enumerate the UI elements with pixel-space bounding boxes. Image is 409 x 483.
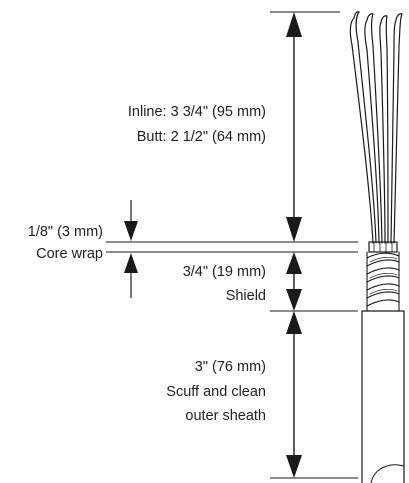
core-wrap-name-label: Core wrap: [36, 246, 103, 262]
dimension-outer-sheath: [286, 311, 302, 478]
outer-sheath: [361, 310, 405, 483]
conductor-cap-3: [380, 15, 388, 23]
conductor-2: [364, 19, 380, 244]
shield-name-label: Shield: [226, 288, 266, 304]
conductor-1: [349, 17, 374, 244]
dimension-shield: [286, 252, 302, 311]
conductor-cap-4: [395, 13, 403, 21]
shield-measure-label: 3/4" (19 mm): [183, 264, 266, 280]
outer-sheath-instruction-line2: outer sheath: [185, 408, 266, 424]
conductor-3-inner: [385, 15, 389, 244]
dimension-core-wrap: [124, 200, 138, 298]
core-wrap-band: [368, 241, 398, 253]
conductor-4: [390, 19, 397, 244]
arrow-down-head: [286, 217, 302, 242]
conductor-1-inner: [355, 11, 377, 244]
arrow-up-head: [286, 12, 302, 37]
arrow-down-head: [286, 289, 302, 311]
arrow-down-head: [286, 455, 302, 478]
extension-lines: [106, 11, 358, 479]
conductor-4-inner: [393, 13, 403, 244]
arrow-up-head: [286, 252, 302, 274]
outer-sheath-instruction-line1: Scuff and clean: [166, 384, 266, 400]
shield-section: [366, 251, 400, 312]
conductors: [349, 11, 403, 244]
dimension-conductors: [286, 12, 302, 242]
labels: Inline: 3 3/4" (95 mm) Butt: 2 1/2" (64 …: [28, 104, 266, 424]
conductor-3: [379, 21, 386, 244]
conductor-cap-2: [366, 13, 374, 21]
core-wrap-measure-label: 1/8" (3 mm): [28, 224, 103, 240]
conductor-2-inner: [370, 13, 383, 244]
conductor-cap-1: [353, 11, 360, 19]
arrow-down-head: [124, 221, 138, 241]
conductors-butt-label: Butt: 2 1/2" (64 mm): [137, 129, 266, 145]
cable-illustration: [349, 11, 405, 483]
arrow-up-head: [124, 253, 138, 273]
arrow-up-head: [286, 311, 302, 334]
outer-sheath-measure-label: 3" (76 mm): [195, 359, 266, 375]
conductors-inline-label: Inline: 3 3/4" (95 mm): [128, 104, 266, 120]
